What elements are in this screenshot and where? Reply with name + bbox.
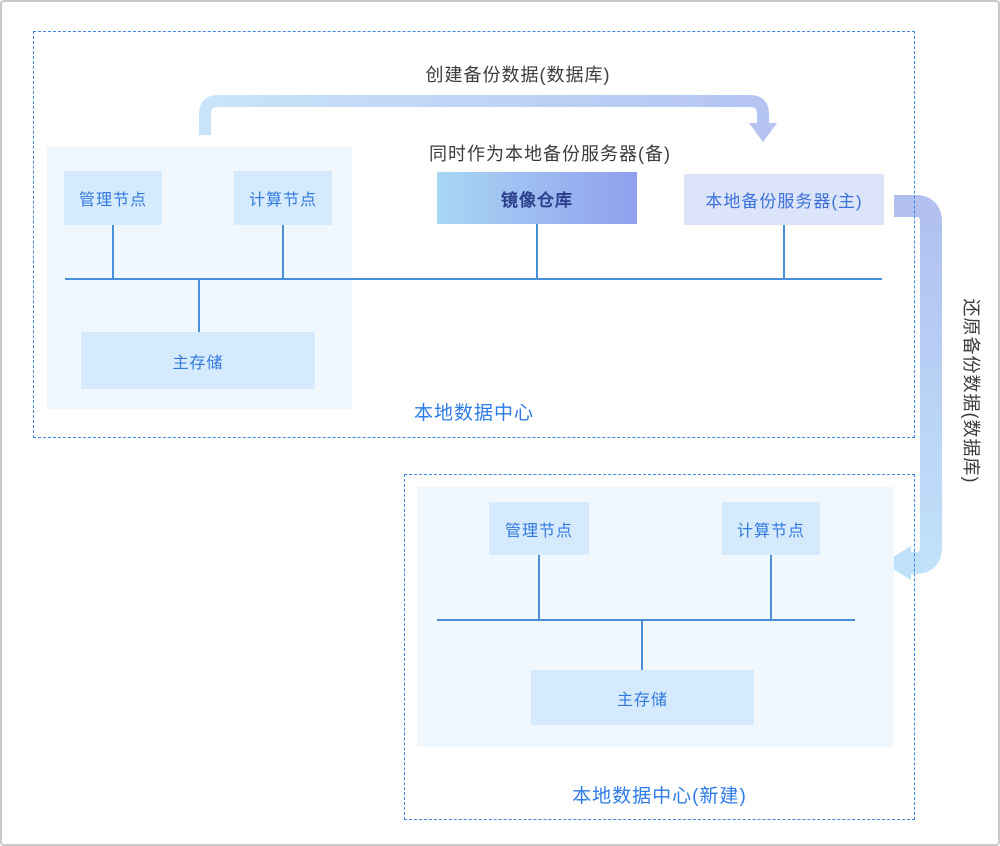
- dc2-node-mgmt: 管理节点: [489, 502, 589, 555]
- dc1-connector-storage: [198, 280, 200, 332]
- dc2-connector-mgmt: [538, 555, 540, 619]
- dc1-node-backup-server-primary: 本地备份服务器(主): [684, 174, 884, 225]
- dc2-label: 本地数据中心(新建): [572, 786, 747, 807]
- dc2-connector-storage: [641, 621, 643, 670]
- dc1-bus-line: [65, 278, 882, 280]
- dc2-node-compute: 计算节点: [722, 502, 820, 555]
- dc1-node-compute: 计算节点: [234, 171, 332, 225]
- restore-backup-label: 还原备份数据(数据库): [961, 298, 981, 484]
- dc1-label: 本地数据中心: [413, 403, 534, 424]
- datacenter-new-border: [404, 474, 915, 820]
- dc1-node-mirror-repo: 镜像仓库: [437, 172, 637, 224]
- dc2-connector-compute: [770, 555, 772, 619]
- dc1-connector-backup: [783, 225, 785, 278]
- dc1-node-storage: 主存储: [81, 332, 315, 389]
- datacenter-local-border: [33, 31, 915, 438]
- dc2-node-storage: 主存储: [531, 670, 754, 725]
- dual-role-label: 同时作为本地备份服务器(备): [429, 144, 671, 164]
- dc1-node-mgmt: 管理节点: [64, 171, 162, 225]
- dc1-connector-mirror: [536, 224, 538, 278]
- dc2-bus-line: [437, 619, 855, 621]
- dc1-connector-compute: [282, 225, 284, 278]
- create-backup-label: 创建备份数据(数据库): [425, 65, 611, 85]
- dc1-connector-mgmt: [112, 225, 114, 278]
